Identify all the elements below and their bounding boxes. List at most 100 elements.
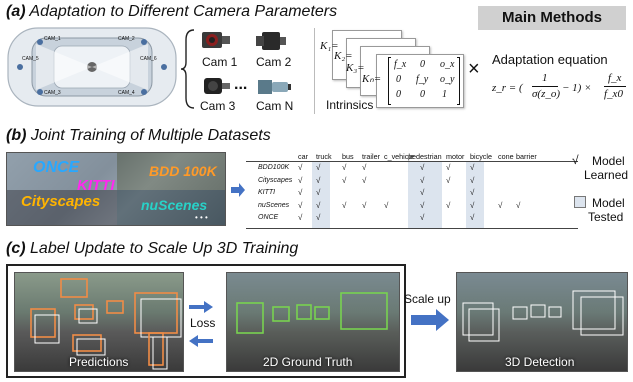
adaptation-equation: z_r = ( 1 σ(z_o) − 1) × f_x f_x0 (492, 70, 632, 106)
car-top-view: CAM_1 CAM_2 CAM_3 CAM_4 CAM_5 CAM_6 (6, 26, 178, 108)
car-cam-label-2: CAM_2 (118, 36, 135, 42)
row-dataset-name: nuScenes (258, 201, 290, 209)
overlay-more: • • • (195, 213, 208, 222)
check-mark: √ (298, 175, 303, 185)
ground-truth-image: 2D Ground Truth (226, 272, 400, 372)
check-mark: √ (362, 200, 367, 210)
check-mark: √ (342, 175, 347, 185)
cam-2-label: Cam 2 (256, 55, 292, 69)
check-mark: √ (470, 213, 475, 222)
check-mark: √ (446, 163, 451, 172)
m02: o_x (440, 59, 455, 70)
check-mark: √ (316, 188, 321, 197)
predictions-image: Predictions (14, 272, 184, 372)
car-cam-label-1: CAM_1 (44, 36, 61, 42)
k3-label: K₃= (346, 62, 365, 74)
detection-3d-image: 3D Detection (456, 272, 628, 372)
check-mark: √ (516, 200, 521, 210)
section-a-letter: (a) (6, 3, 26, 20)
car-cam-label-4: CAM_4 (118, 90, 135, 96)
predictions-caption: Predictions (69, 355, 129, 369)
check-mark: √ (298, 200, 303, 210)
cam-1-label: Cam 1 (202, 55, 238, 69)
m00: f_x (394, 59, 407, 70)
check-mark: √ (362, 163, 367, 172)
check-mark: √ (470, 188, 475, 197)
check-mark: √ (316, 200, 321, 210)
column-header: cone (498, 152, 514, 161)
check-mark: √ (420, 188, 425, 197)
column-header: motor (446, 152, 465, 161)
row-dataset-name: ONCE (258, 214, 279, 221)
eq-frac2-den: f_x0 (604, 88, 623, 100)
eq-frac1-den: σ(z_o) (532, 88, 561, 100)
column-header: c_vehicle (384, 152, 414, 161)
loss-arrow-left (188, 334, 214, 347)
check-mark: √ (384, 200, 389, 210)
m11: f_y (416, 74, 429, 85)
eq-frac1-num: 1 (542, 72, 548, 84)
check-mark: √ (342, 163, 347, 172)
check-mark: √ (420, 163, 425, 172)
k2-label: K₂= (334, 50, 353, 62)
eq-lhs: z_r = ( (492, 82, 523, 94)
divider-a (314, 28, 315, 114)
check-mark: √ (362, 175, 367, 185)
tested-column-highlight (466, 162, 484, 228)
check-mark: √ (342, 200, 347, 210)
check-mark: √ (316, 213, 321, 222)
m10: 0 (396, 74, 401, 85)
check-mark: √ (446, 175, 451, 185)
overlay-once: ONCE (33, 159, 80, 176)
section-b-title: (b) Joint Training of Multiple Datasets (6, 127, 271, 145)
check-mark: √ (498, 200, 503, 210)
tested-column-highlight (408, 162, 442, 228)
check-mark: √ (298, 188, 303, 197)
equation-title: Adaptation equation (492, 52, 608, 67)
column-header: car (298, 152, 308, 161)
row-dataset-name: BDD100K (258, 164, 290, 171)
m21: 0 (420, 89, 425, 100)
legend-tested-line1: Model (592, 196, 625, 210)
camera-n-icon (256, 76, 292, 98)
scale-up-label: Scale up (404, 292, 451, 306)
check-mark: √ (420, 213, 425, 222)
check-mark: √ (470, 175, 475, 185)
legend-tested-line2: Tested (588, 210, 624, 224)
camera-1-icon (200, 28, 232, 52)
legend-tested-swatch (574, 196, 586, 208)
section-a-text: Adaptation to Different Camera Parameter… (29, 3, 338, 20)
matrix-grid: f_x 0 o_x 0 f_y o_y 0 0 1 (388, 57, 460, 105)
eq-mid: − 1) × (562, 82, 592, 94)
legend-learned-check: √ (572, 153, 579, 167)
column-header: bus (342, 152, 354, 161)
section-a-title: (a) Adaptation to Different Camera Param… (6, 3, 337, 21)
arrow-to-table (230, 182, 246, 198)
loss-label: Loss (190, 316, 216, 330)
camera-3-icon (200, 74, 232, 98)
section-b-letter: (b) (6, 127, 27, 144)
brace (180, 28, 196, 110)
cam-n-label: Cam N (256, 99, 294, 113)
label-update-frame (6, 264, 406, 378)
legend-learned-line2: Learned (584, 168, 629, 182)
ground-truth-caption: 2D Ground Truth (263, 355, 353, 369)
matrix-card-n (376, 54, 464, 108)
overlay-cityscapes: Cityscapes (21, 193, 101, 210)
column-header: bicycle (470, 152, 492, 161)
car-cam-label-6: CAM_6 (140, 56, 157, 62)
column-header: barrier (516, 152, 537, 161)
section-c-title: (c) Label Update to Scale Up 3D Training (6, 240, 298, 258)
cam-3-label: Cam 3 (200, 99, 236, 113)
eq-frac2-num: f_x (608, 72, 622, 84)
column-header: pedestrian (408, 152, 442, 161)
detection-caption: 3D Detection (505, 355, 575, 369)
check-mark: √ (470, 163, 475, 172)
m01: 0 (420, 59, 425, 70)
row-dataset-name: KITTI (258, 189, 276, 196)
datasets-collage: ONCE BDD 100K KITTI Cityscapes nuScenes … (6, 152, 226, 226)
m20: 0 (396, 89, 401, 100)
check-mark: √ (298, 213, 303, 222)
check-mark: √ (316, 163, 321, 172)
overlay-nuscenes: nuScenes (141, 197, 208, 213)
